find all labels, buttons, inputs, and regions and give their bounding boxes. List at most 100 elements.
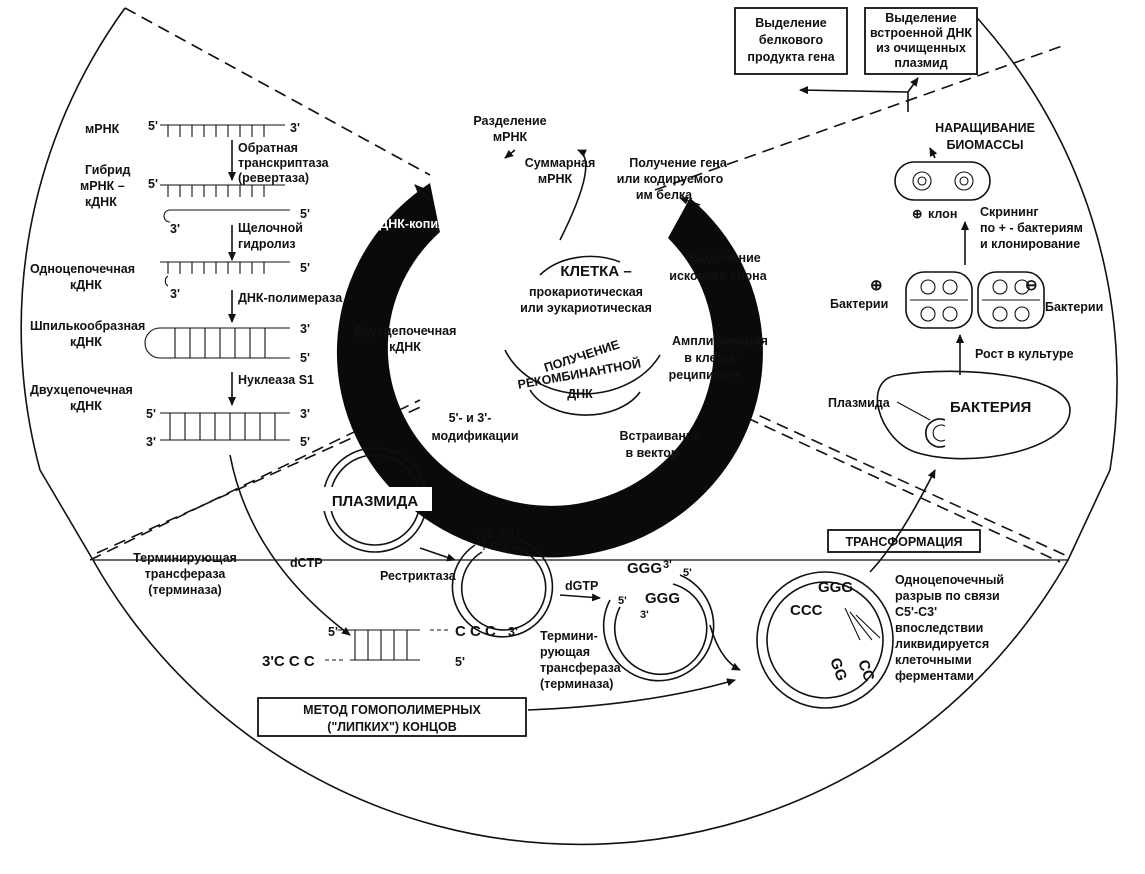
ring-ends-1: 5'- и 3'- (449, 411, 492, 425)
ggg-c-5: 5' (683, 567, 692, 579)
box1-1: Выделение (755, 16, 827, 30)
ring-isolate-2: искомого клона (669, 269, 767, 283)
tail-5-top: 5' (328, 625, 338, 639)
recomb-3: ДНК (567, 387, 593, 401)
clone-dish (894, 161, 991, 201)
bottom-term-3: (терминаза) (148, 583, 221, 597)
left-hairpin-1: Шпилькообразная (30, 319, 145, 333)
method-box (257, 697, 527, 737)
bottom-sector: Терминирующая трансфераза (терминаза) dC… (133, 447, 1004, 737)
nick-7: ферментами (895, 669, 974, 683)
ggg-b-3: 3' (640, 609, 649, 621)
cell-sub-1: прокариотическая (529, 285, 643, 299)
left-double-2: кДНК (70, 399, 102, 413)
left-polymerase: ДНК-полимераза (238, 291, 343, 305)
term-b-3: трансфераза (540, 661, 622, 675)
clone-label: клон (928, 207, 957, 221)
left-rt-1: Обратная (238, 141, 298, 155)
left-5-b: 5' (148, 177, 158, 191)
left-sector: мРНК 5' 3' Обратная транскриптаза (ревер… (30, 119, 351, 636)
left-3-a: 3' (290, 121, 300, 135)
left-3-d: 3' (170, 287, 180, 301)
dish-right (977, 271, 1045, 329)
screen-3: и клонирование (980, 237, 1080, 251)
cell-title: КЛЕТКА – (560, 263, 631, 280)
dish-left (905, 271, 973, 329)
left-mrna: мРНК (85, 122, 120, 136)
ring-gene-3: им белка (636, 188, 693, 202)
left-5-a: 5' (148, 119, 158, 133)
protein-box (734, 7, 848, 75)
left-3-f: 3' (300, 407, 310, 421)
cut-5-b: 5' (490, 541, 499, 553)
bacteria-left: Бактерии (830, 297, 888, 311)
recomb-ggg: GGG (818, 579, 853, 596)
bottom-term-2: трансфераза (145, 567, 227, 581)
box2-4: плазмид (894, 56, 947, 70)
left-3-g: 3' (146, 435, 156, 449)
left-hairpin-2: кДНК (70, 335, 102, 349)
box1-3: продукта гена (747, 50, 835, 64)
tail-ccc-bot: 3'C C C (262, 653, 315, 670)
cell-sub-2: или эукариотическая (520, 301, 652, 315)
left-3-e: 3' (300, 322, 310, 336)
nick-6: клеточными (895, 653, 972, 667)
method-2: ("ЛИПКИХ") КОНЦОВ (327, 720, 457, 734)
left-hybrid-2: мРНК – (80, 179, 125, 193)
term-b-4: (терминаза) (540, 677, 613, 691)
nick-5: ликвидируется (895, 637, 989, 651)
nick-4: впоследствии (895, 621, 983, 635)
box2-1: Выделение (885, 11, 957, 25)
biomass-1: НАРАЩИВАНИЕ (935, 121, 1035, 135)
left-5-e: 5' (300, 351, 310, 365)
outer-boundary (20, 7, 1118, 846)
ring-isolate-1: Выделение (689, 251, 761, 265)
recomb-gg: GG (826, 656, 850, 684)
left-5-f: 5' (146, 407, 156, 421)
growth-label: Рост в культуре (975, 347, 1074, 361)
box1-2: белкового (759, 33, 824, 47)
plasmid-label: ПЛАЗМИДА (332, 493, 418, 510)
bottom-term-1: Терминирующая (133, 551, 237, 565)
left-single-1: Одноцепочечная (30, 262, 135, 276)
screen-1: Скрининг (980, 205, 1039, 219)
left-single-2: кДНК (70, 278, 102, 292)
left-rt-3: (ревертаза) (238, 171, 309, 185)
ring-amplif-3: реципиенте (669, 368, 742, 382)
bottom-dctp: dCTP (290, 556, 323, 570)
ggg-b-5: 5' (618, 595, 627, 607)
left-nuclease: Нуклеаза S1 (238, 373, 314, 387)
bacteria-right: Бактерии (1045, 300, 1103, 314)
clone-plus: ⊕ (912, 207, 922, 221)
recomb-cc: CC (854, 658, 877, 684)
box2-2: встроенной ДНК (870, 26, 972, 40)
left-double-1: Двухцепочечная (30, 383, 133, 397)
right-sector: Выделение белкового продукта гена Выделе… (734, 7, 1103, 460)
ggg-a-3: 3' (663, 559, 672, 571)
tail-3-top: 3' (508, 625, 518, 639)
ring-gene-2: или кодируемого (617, 172, 724, 186)
biomass-2: БИОМАССЫ (946, 138, 1023, 152)
screen-2: по + - бактериям (980, 221, 1083, 235)
ring-dna-cdna: ДНК-копия кДНК (379, 217, 481, 231)
recomb-ccc: CCC (790, 602, 823, 619)
ring-gene-1: Получение гена (629, 156, 728, 170)
bacterium-label: БАКТЕРИЯ (950, 399, 1031, 416)
ring-separation-1: Разделение (473, 114, 546, 128)
bacteria-plus: ⊕ (870, 277, 883, 294)
plasmid-label-right: Плазмида (828, 396, 891, 410)
left-5-d: 5' (300, 261, 310, 275)
cell-center: КЛЕТКА – прокариотическая или эукариотич… (504, 149, 661, 416)
bacterium-shape (876, 370, 1071, 460)
recomb-plasmid-outer (756, 571, 894, 709)
ring-separation-2: мРНК (493, 130, 528, 144)
left-ticks-a (167, 125, 265, 137)
transformation-label: ТРАНСФОРМАЦИЯ (845, 535, 962, 549)
left-alk-2: гидролиз (238, 237, 296, 251)
nick-1: Одноцепочечный (895, 573, 1004, 587)
box2-3: из очищенных (876, 41, 966, 55)
left-5-g: 5' (300, 435, 310, 449)
restriction-label: Рестриктаза (380, 569, 457, 583)
method-1: МЕТОД ГОМОПОЛИМЕРНЫХ (303, 703, 481, 717)
